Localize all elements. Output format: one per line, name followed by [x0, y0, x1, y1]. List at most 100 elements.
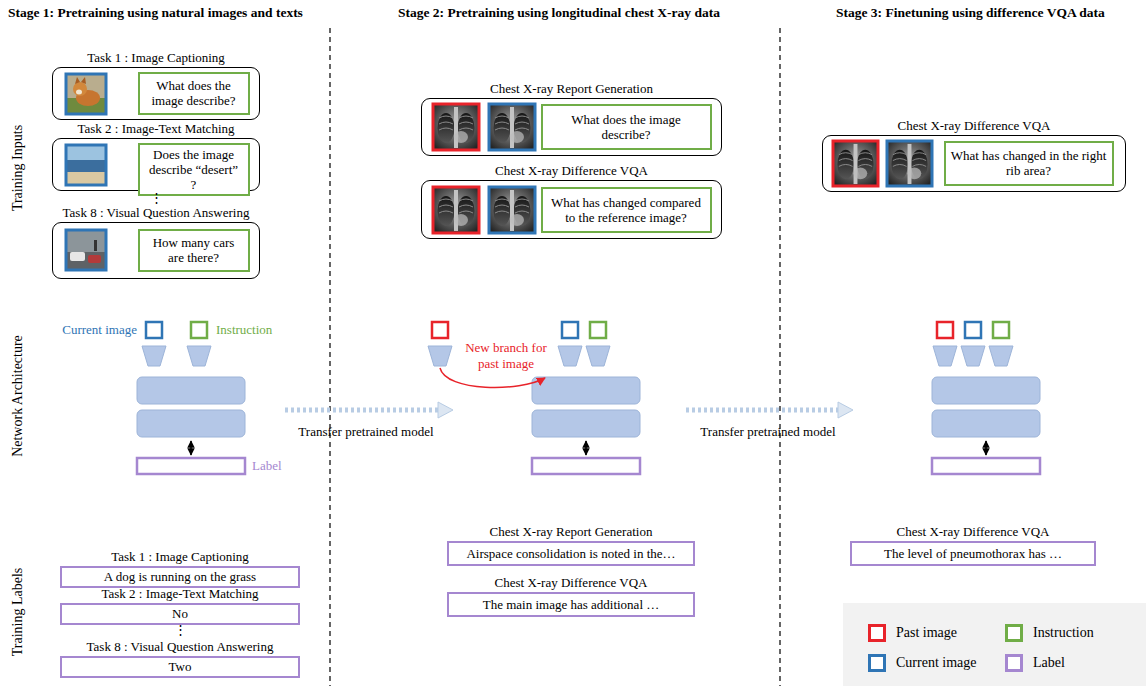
instruction-box: What has changed in the right rib area? [944, 141, 1114, 186]
street-photo [66, 230, 106, 270]
input-square [937, 322, 953, 338]
legend-panel [843, 603, 1146, 686]
task-heading: Task 1 : Image Captioning [22, 549, 338, 564]
input-square [965, 322, 981, 338]
image-frame [833, 141, 878, 186]
output-box [532, 458, 640, 474]
input-label: Instruction [216, 322, 316, 338]
beach-photo [66, 145, 106, 185]
image-frame [66, 145, 106, 185]
xray-image [433, 104, 479, 150]
row-label: Training Inputs [9, 58, 27, 278]
instruction-text: What has changed in the right rib area? [946, 147, 1112, 179]
encoder-trapezoid [428, 346, 452, 366]
instruction-text: What does the image describe? [140, 77, 248, 109]
task-heading: Chest X-ray Report Generation [382, 81, 761, 96]
xray-image [489, 187, 535, 233]
legend-text: Current image [896, 654, 976, 672]
legend-text: Instruction [1033, 624, 1094, 642]
legend-item: Instruction [1005, 624, 1094, 642]
image-frame [887, 141, 932, 186]
label-box: Chest X-ray Report GenerationAirspace co… [447, 541, 695, 566]
legend-item: Label [1005, 654, 1065, 672]
network-block [932, 410, 1040, 437]
dog-photo [66, 74, 106, 114]
task-panel: Task 1 : Image CaptioningWhat does the i… [52, 67, 260, 120]
ellipsis-mark: ⋮ [160, 622, 200, 638]
transfer-arrow [838, 402, 853, 418]
legend-item: Current image [868, 654, 976, 672]
branch-note: New branch for past image [458, 340, 554, 372]
input-square [590, 322, 606, 338]
instruction-box: Does the image describe “desert” ? [138, 143, 250, 196]
dog-photo [76, 90, 82, 95]
label-box: Task 8 : Visual Question AnsweringTwo [60, 656, 300, 678]
encoder-trapezoid [187, 346, 211, 366]
task-heading: Task 1 : Image Captioning [13, 50, 299, 65]
legend-swatch [868, 654, 886, 672]
label-text: The main image has additional … [478, 597, 665, 613]
label-text: A dog is running on the grass [99, 569, 261, 585]
street-photo [94, 240, 97, 251]
double-arrow [985, 441, 987, 455]
instruction-text: How many cars are there? [140, 234, 248, 266]
stage-heading: Stage 3: Finetuning using difference VQA… [836, 5, 1142, 21]
image-frame [489, 187, 535, 233]
task-heading: Task 2 : Image-Text Matching [13, 121, 299, 136]
label-text: No [167, 606, 193, 622]
network-block [532, 377, 640, 404]
input-square [993, 322, 1009, 338]
column-separator [779, 28, 780, 686]
network-block [932, 377, 1040, 404]
double-arrow [585, 441, 587, 455]
image-frame [433, 187, 479, 233]
instruction-text: What has changed compared to the referen… [543, 194, 710, 226]
legend-text: Past image [896, 624, 957, 642]
task-heading: Chest X-ray Difference VQA [409, 575, 733, 590]
label-text: Two [164, 659, 197, 675]
output-box [932, 458, 1040, 474]
task-heading: Task 8 : Visual Question Answering [13, 205, 299, 220]
network-block [137, 410, 245, 437]
dog-photo [81, 77, 86, 84]
transfer-arrow [285, 408, 438, 413]
row-label: Training Labels [9, 502, 27, 686]
label-box: Chest X-ray Difference VQAThe main image… [447, 592, 695, 617]
transfer-note: Transfer pretrained model [678, 424, 858, 440]
instruction-text: Does the image describe “desert” ? [140, 146, 248, 193]
dog-photo [76, 90, 100, 106]
row-label: Network Architecture [9, 286, 27, 506]
task-panel: Task 2 : Image-Text MatchingDoes the ima… [52, 138, 260, 191]
label-box: Chest X-ray Difference VQAThe level of p… [850, 541, 1096, 566]
legend-item: Past image [868, 624, 957, 642]
task-heading: Task 2 : Image-Text Matching [22, 586, 338, 601]
legend-text: Label [1033, 654, 1065, 672]
street-photo [70, 252, 85, 261]
street-photo [66, 252, 106, 270]
task-panel: Task 8 : Visual Question AnsweringHow ma… [52, 222, 260, 279]
instruction-box: What has changed compared to the referen… [541, 187, 712, 233]
task-heading: Task 8 : Visual Question Answering [22, 639, 338, 654]
output-box [137, 458, 245, 474]
dog-photo [75, 77, 80, 84]
network-block [137, 377, 245, 404]
transfer-arrow [686, 408, 838, 413]
image-frame [433, 104, 479, 150]
encoder-trapezoid [933, 346, 957, 366]
instruction-box: How many cars are there? [138, 229, 250, 272]
task-heading: Chest X-ray Report Generation [409, 524, 733, 539]
input-square [146, 322, 162, 338]
xray-image [489, 104, 535, 150]
encoder-trapezoid [558, 346, 582, 366]
column-separator [329, 28, 330, 686]
ellipsis-mark: ⋮ [136, 190, 176, 206]
legend-swatch [1005, 654, 1023, 672]
image-frame [489, 104, 535, 150]
transfer-note: Transfer pretrained model [276, 424, 456, 440]
task-panel: Chest X-ray Report GenerationWhat does t… [421, 98, 722, 156]
instruction-text: What does the image describe? [543, 111, 710, 143]
label-box: Task 1 : Image CaptioningA dog is runnin… [60, 566, 300, 588]
input-square [562, 322, 578, 338]
